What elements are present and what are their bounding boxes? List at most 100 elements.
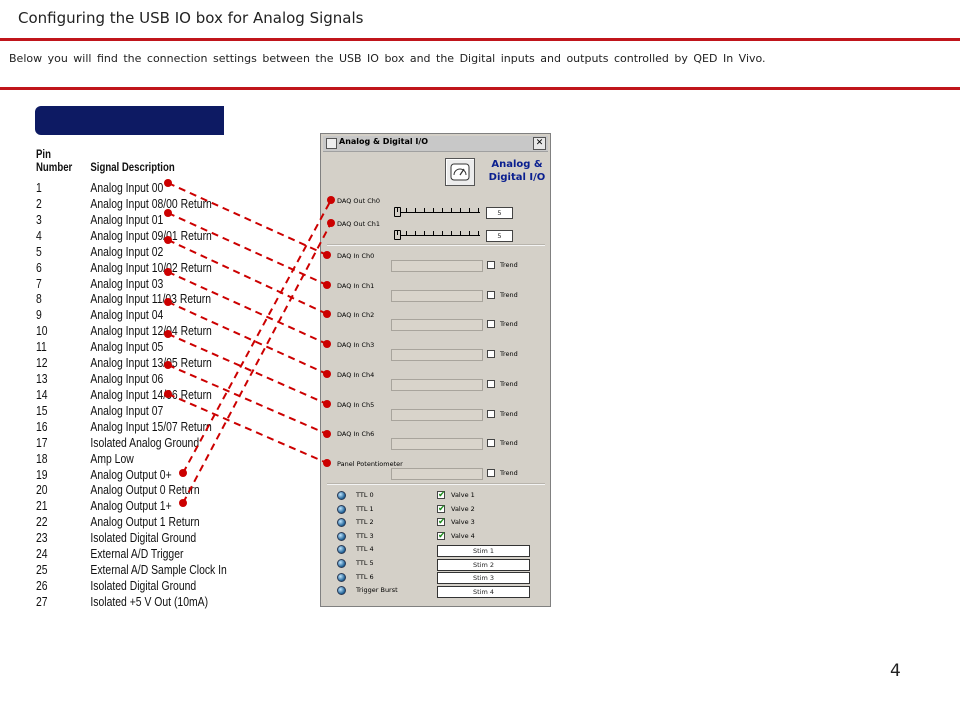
- title-rule: [0, 38, 960, 41]
- valve-checkbox[interactable]: ✔: [437, 517, 446, 528]
- trend-checkbox[interactable]: [487, 379, 495, 388]
- pin-signal: Analog Input 10/02 Return: [90, 259, 212, 275]
- daq-out-ch0-value[interactable]: 5: [486, 207, 513, 219]
- stim-button[interactable]: Stim 1: [437, 545, 530, 557]
- connection-line: [182, 222, 332, 504]
- led-indicator-icon: [337, 586, 346, 596]
- pin-row: 23 Isolated Digital Ground: [36, 530, 244, 546]
- slider-tick: [433, 231, 434, 235]
- daq-input-label: Panel Potentiometer: [337, 459, 403, 468]
- slider-tick: [460, 231, 461, 235]
- pin-number: 12: [36, 355, 48, 371]
- valve-checkbox[interactable]: ✔: [437, 530, 446, 541]
- connection-dot: [323, 251, 331, 259]
- daq-out-ch0-slider-track[interactable]: [396, 212, 480, 213]
- connection-dot: [323, 459, 331, 467]
- pin-signal: Analog Input 09/01 Return: [90, 227, 212, 243]
- connection-dot: [323, 281, 331, 289]
- daq-input-value-field: [391, 319, 483, 332]
- connection-dot: [327, 219, 335, 227]
- trend-checkbox[interactable]: [487, 409, 495, 418]
- led-indicator-icon: [337, 491, 346, 500]
- pin-number: 2: [36, 195, 42, 211]
- daq-out-ch1-value[interactable]: 5: [486, 230, 513, 242]
- pin-number: 18: [36, 450, 48, 466]
- slider-tick: [415, 208, 416, 212]
- trend-checkbox[interactable]: [487, 320, 495, 329]
- led-indicator-icon: [337, 504, 346, 514]
- daq-out-ch1-slider-track[interactable]: [396, 235, 480, 236]
- stim-button[interactable]: Stim 2: [437, 558, 530, 571]
- pin-number: 19: [36, 466, 48, 482]
- daq-out-ch0-slider-handle[interactable]: [394, 207, 401, 217]
- separator-inputs: [327, 483, 545, 485]
- connection-dot: [164, 209, 172, 217]
- pin-row: 12 Analog Input 13/05 Return: [36, 355, 244, 371]
- daq-out-ch1-label: DAQ Out Ch1: [337, 220, 381, 228]
- slider-tick: [397, 208, 398, 212]
- stim-button[interactable]: Stim 4: [437, 585, 530, 598]
- ttl-label: TTL 3: [356, 531, 374, 540]
- connection-dot: [323, 340, 331, 348]
- pin-signal: Analog Input 08/00 Return: [90, 195, 212, 211]
- led-indicator-icon: [337, 559, 346, 568]
- slider-tick: [442, 231, 443, 235]
- daq-out-ch0-label: DAQ Out Ch0: [337, 197, 381, 205]
- slider-tick: [478, 208, 479, 212]
- trend-checkbox[interactable]: [487, 261, 495, 269]
- app-title: Analog & Digital I/O: [488, 159, 546, 183]
- ttl-label: TTL 4: [356, 545, 374, 554]
- slider-tick: [442, 208, 443, 212]
- pin-signal: Analog Input 13/05 Return: [90, 355, 212, 371]
- trend-checkbox[interactable]: [487, 350, 495, 359]
- daq-input-value-field: [391, 260, 483, 272]
- window-title: Analog & Digital I/O: [339, 137, 429, 146]
- daq-input-value-field: [391, 438, 483, 451]
- valve-checkbox[interactable]: ✔: [437, 503, 446, 514]
- daq-input-value-field: [391, 289, 483, 302]
- daq-input-value-field: [391, 349, 483, 362]
- slider-tick: [451, 231, 452, 235]
- trend-checkbox[interactable]: [487, 290, 495, 299]
- valve-checkbox[interactable]: ✔: [437, 490, 446, 500]
- daq-input-value-field: [391, 467, 483, 480]
- connection-line: [167, 182, 328, 256]
- connection-dot: [323, 370, 331, 378]
- stim-button[interactable]: Stim 3: [437, 572, 530, 585]
- pin-number: 9: [36, 307, 42, 323]
- pin-table-header: Pin Number Signal Description: [36, 148, 244, 178]
- daq-out-ch1-slider-handle[interactable]: [394, 230, 401, 240]
- valve-label: Valve 4: [451, 531, 475, 540]
- pin-number: 14: [36, 386, 48, 402]
- pin-signal: Analog Input 06: [90, 371, 164, 387]
- pin-signal: Isolated Digital Ground: [90, 530, 197, 546]
- pin-number: 23: [36, 530, 48, 546]
- window-titlebar[interactable]: Analog & Digital I/O ✕: [323, 136, 548, 152]
- pin-number: 5: [36, 243, 42, 259]
- daq-input-value-field: [391, 408, 483, 421]
- pin-signal: Analog Output 1+: [90, 498, 172, 514]
- trend-label: Trend: [500, 320, 518, 329]
- trend-checkbox[interactable]: [487, 439, 495, 448]
- window-app-icon: [326, 138, 337, 149]
- pin-number: 17: [36, 434, 48, 450]
- daq-input-label: DAQ In Ch3: [337, 341, 375, 350]
- trend-checkbox[interactable]: [487, 468, 495, 477]
- trend-label: Trend: [500, 379, 518, 388]
- close-icon[interactable]: ✕: [533, 137, 546, 150]
- valve-label: Valve 3: [451, 518, 475, 527]
- pin-signal: Amp Low: [90, 450, 134, 466]
- pin-number: 8: [36, 291, 42, 307]
